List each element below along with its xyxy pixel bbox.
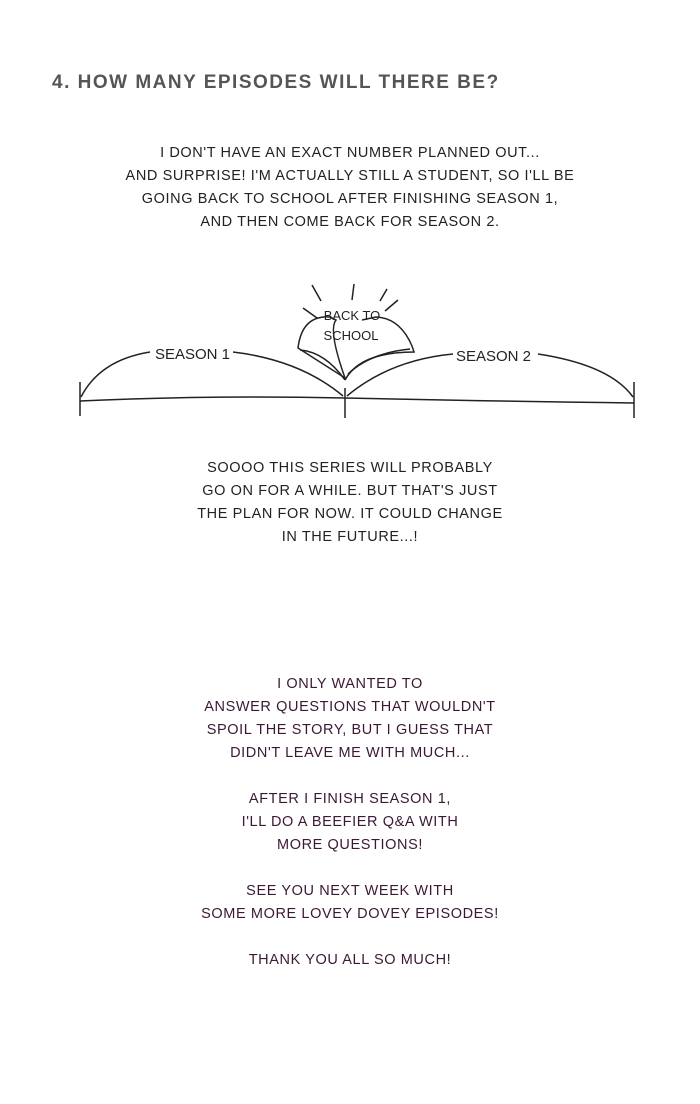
season1-arc	[232, 351, 344, 397]
season-timeline: SEASON 1 SEASON 2 BACK TO SCHOOL	[79, 283, 635, 418]
season2-label: SEASON 2	[456, 348, 531, 365]
text-line: SOME MORE LOVEY DOVEY EPISODES!	[201, 906, 499, 922]
back-to-school-label: SCHOOL	[324, 328, 379, 343]
text-line: THANK YOU ALL SO MUCH!	[248, 952, 452, 968]
text-line: GOING BACK TO SCHOOL AFTER FINISHING SEA…	[141, 191, 559, 207]
text-line: ANSWER QUESTIONS THAT WOULDN'T	[204, 699, 496, 715]
followup-text: SOOOO THIS SERIES WILL PROBABLY GO ON FO…	[0, 457, 700, 549]
text-line: AND SURPRISE! I'M ACTUALLY STILL A STUDE…	[125, 168, 575, 184]
text-line: SEE YOU NEXT WEEK WITH	[246, 883, 454, 899]
text-line: DIDN'T LEAVE ME WITH MUCH...	[230, 745, 470, 761]
text-line: GO ON FOR A WHILE. BUT THAT'S JUST	[202, 483, 498, 499]
closing-text: I ONLY WANTED TO ANSWER QUESTIONS THAT W…	[0, 673, 700, 972]
season1-arc	[80, 351, 151, 398]
text-line: I ONLY WANTED TO	[277, 676, 423, 692]
season2-arc	[346, 353, 454, 397]
book-icon	[297, 316, 416, 381]
text-line: I'LL DO A BEEFIER Q&A WITH	[241, 814, 459, 830]
text-line: THE PLAN FOR NOW. IT COULD CHANGE	[197, 506, 503, 522]
section-heading: 4. HOW MANY EPISODES WILL THERE BE?	[52, 72, 500, 93]
timeline-axis	[79, 396, 635, 404]
text-line: I DON'T HAVE AN EXACT NUMBER PLANNED OUT…	[160, 145, 540, 161]
sparkle-lines-icon	[302, 283, 399, 319]
season1-label: SEASON 1	[155, 346, 230, 363]
season2-arc	[537, 353, 634, 398]
text-line: AFTER I FINISH SEASON 1,	[248, 791, 452, 807]
intro-text: I DON'T HAVE AN EXACT NUMBER PLANNED OUT…	[0, 142, 700, 234]
text-line: MORE QUESTIONS!	[277, 837, 423, 853]
text-line: IN THE FUTURE...!	[281, 529, 419, 545]
text-line: SOOOO THIS SERIES WILL PROBABLY	[207, 460, 493, 476]
text-line: AND THEN COME BACK FOR SEASON 2.	[200, 214, 500, 230]
text-line: SPOIL THE STORY, BUT I GUESS THAT	[206, 722, 494, 738]
back-to-school-label: BACK TO	[324, 308, 381, 323]
